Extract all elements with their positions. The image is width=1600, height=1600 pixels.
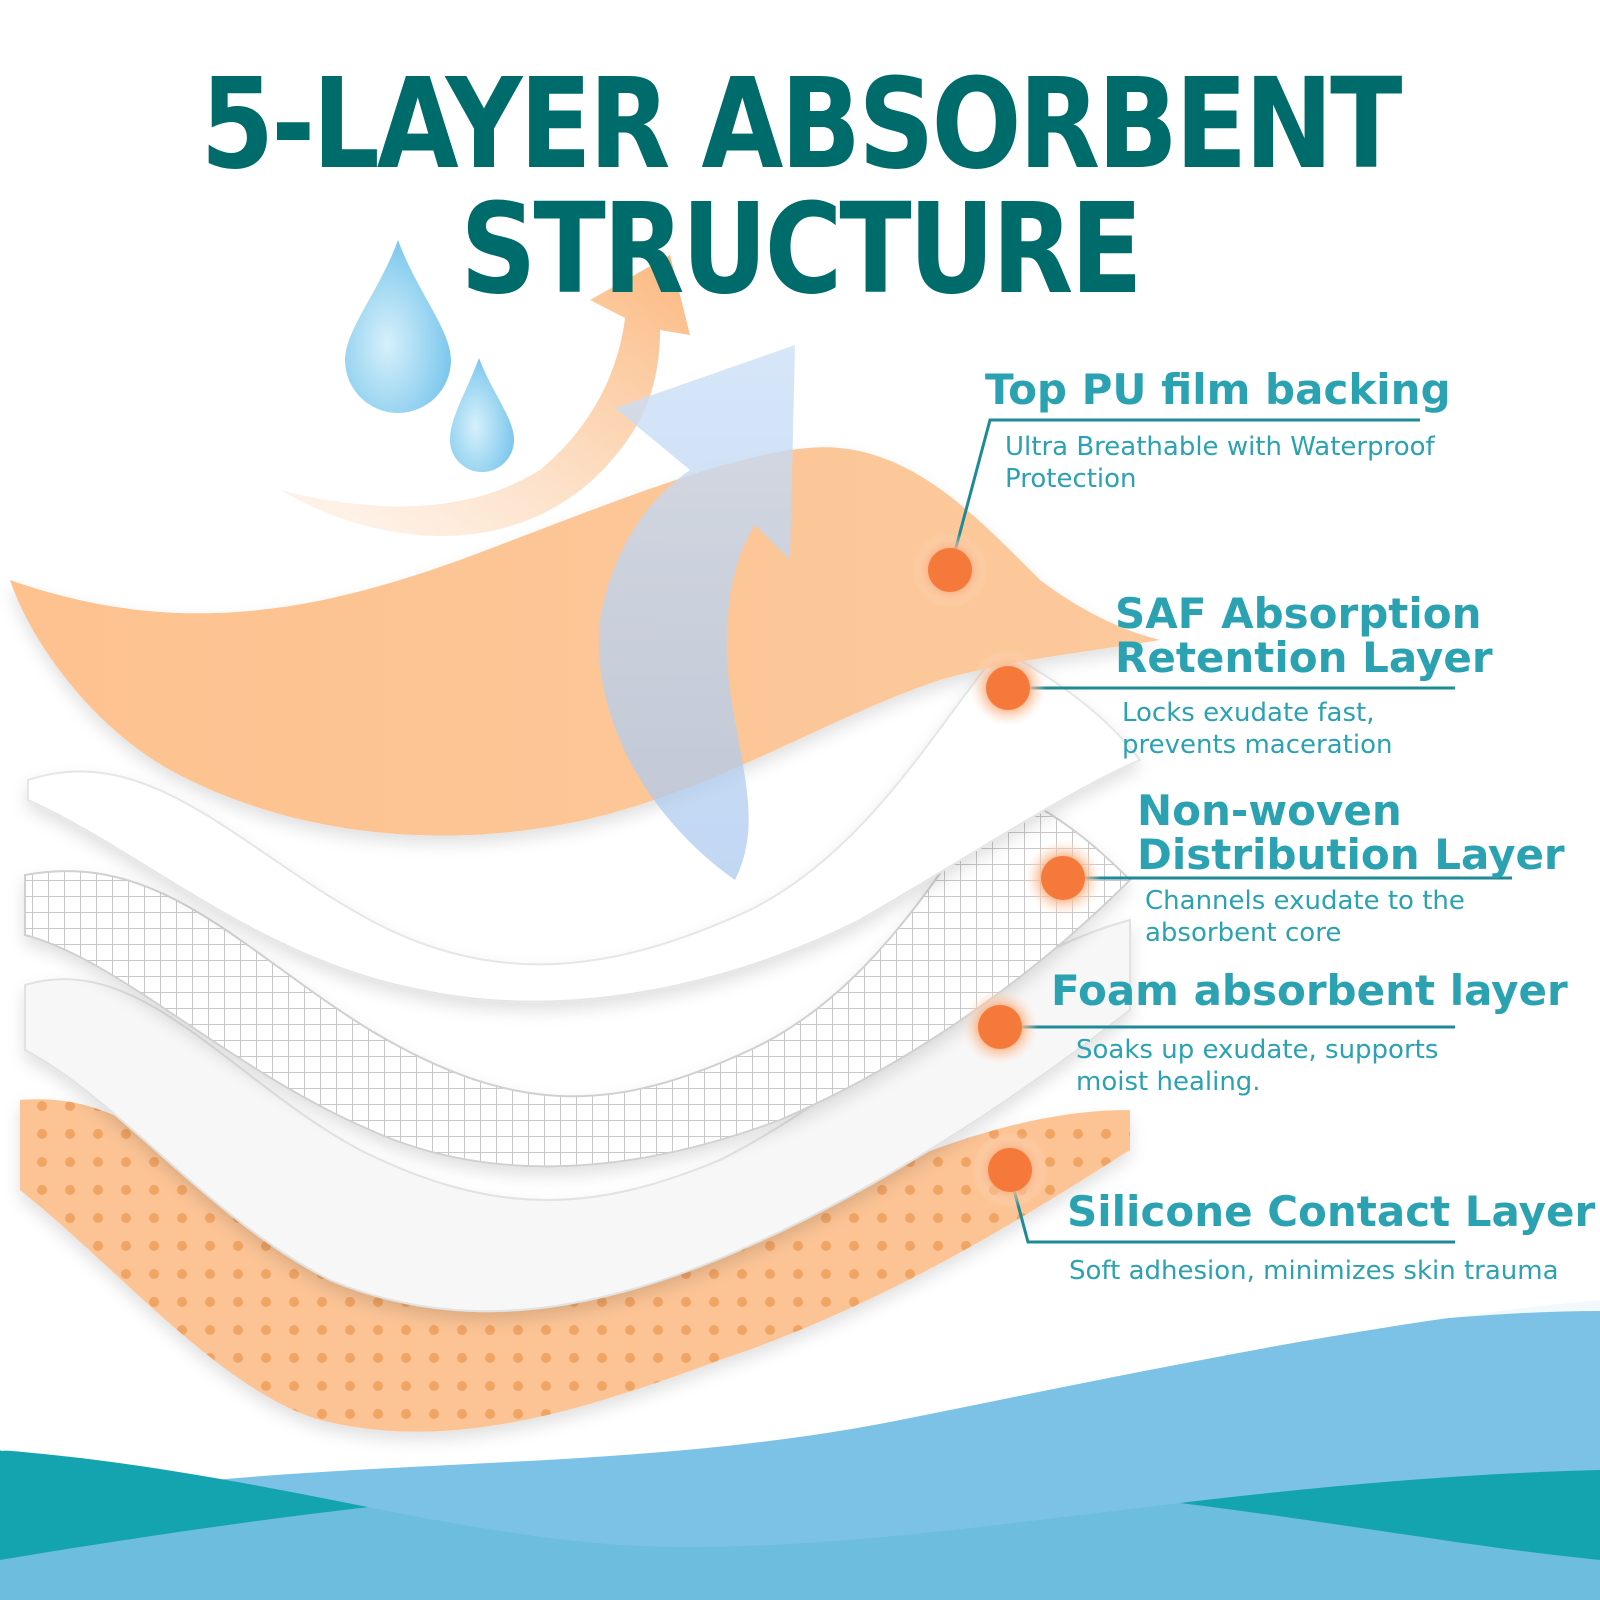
water-drop-icon xyxy=(450,358,514,472)
layer-5-name: Silicone Contact Layer xyxy=(1067,1190,1595,1234)
layer-5-desc: Soft adhesion, minimizes skin trauma xyxy=(1069,1255,1559,1287)
marker-dot-4 xyxy=(978,1005,1022,1049)
marker-dot-2 xyxy=(986,666,1030,710)
page-title: 5-LAYER ABSORBENT STRUCTURE xyxy=(0,62,1600,312)
layer-3-desc: Channels exudate to the absorbent core xyxy=(1145,885,1465,949)
marker-dot-1 xyxy=(928,548,972,592)
marker-dot-5 xyxy=(988,1148,1032,1192)
layer-2-name: SAF Absorption Retention Layer xyxy=(1115,592,1493,680)
layer-4-desc: Soaks up exudate, supports moist healing… xyxy=(1076,1034,1438,1098)
layer-1-name: Top PU film backing xyxy=(985,368,1451,412)
layer-4-name: Foam absorbent layer xyxy=(1051,969,1568,1013)
marker-dot-3 xyxy=(1041,856,1085,900)
layer-3-name: Non-woven Distribution Layer xyxy=(1137,789,1565,877)
layer-1-desc: Ultra Breathable with Waterproof Protect… xyxy=(1005,431,1475,495)
layer-2-desc: Locks exudate fast, prevents maceration xyxy=(1122,697,1392,761)
